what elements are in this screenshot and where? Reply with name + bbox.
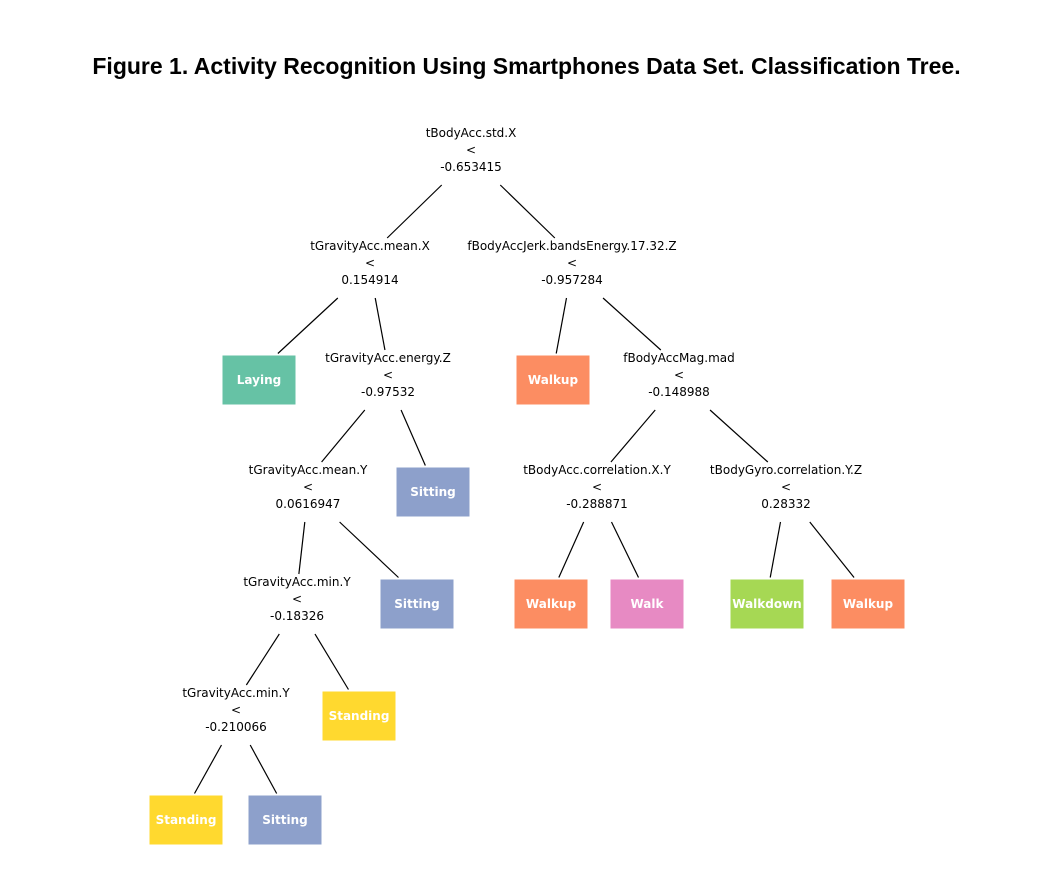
split-feature-label: tBodyAcc.correlation.X.Y — [523, 463, 671, 477]
split-feature-label: tGravityAcc.min.Y — [182, 686, 290, 700]
tree-edge-n2-n5 — [374, 297, 386, 351]
split-threshold-label: -0.18326 — [270, 609, 324, 623]
tree-edge-n3-n6 — [555, 297, 568, 354]
tree-edge-n11-n16 — [769, 521, 782, 578]
split-threshold-label: -0.288871 — [566, 497, 628, 511]
split-feature-label: tGravityAcc.mean.X — [310, 239, 430, 253]
split-operator-label: < — [592, 480, 602, 494]
figure-title: Figure 1. Activity Recognition Using Sma… — [92, 53, 961, 79]
leaf-node: Walkdown — [730, 579, 804, 629]
leaf-box — [149, 795, 223, 845]
leaf-node: Sitting — [248, 795, 322, 845]
leaf-node: Walk — [610, 579, 684, 629]
tree-edge-n7-n10 — [610, 409, 656, 463]
split-feature-label: tBodyGyro.correlation.Y.Z — [710, 463, 862, 477]
leaf-label: Walk — [631, 597, 665, 611]
split-threshold-label: -0.653415 — [440, 160, 502, 174]
leaf-label: Walkup — [843, 597, 894, 611]
leaf-label: Standing — [329, 709, 390, 723]
tree-edge-n12-n18 — [245, 633, 280, 686]
leaf-node: Sitting — [380, 579, 454, 629]
split-threshold-label: -0.210066 — [205, 720, 267, 734]
leaf-label: Laying — [237, 373, 281, 387]
tree-edge-n11-n17 — [809, 521, 855, 578]
split-operator-label: < — [781, 480, 791, 494]
split-threshold-label: -0.97532 — [361, 385, 415, 399]
tree-edge-n8-n12 — [298, 521, 306, 575]
split-feature-label: tGravityAcc.min.Y — [243, 575, 351, 589]
leaf-box — [322, 691, 396, 741]
split-operator-label: < — [567, 256, 577, 270]
leaf-label: Walkup — [528, 373, 579, 387]
leaf-node: Sitting — [396, 467, 470, 517]
leaf-label: Sitting — [394, 597, 439, 611]
split-threshold-label: 0.28332 — [761, 497, 811, 511]
leaf-node: Walkup — [514, 579, 588, 629]
leaf-node: Laying — [222, 355, 296, 405]
nodes-layer: tBodyAcc.std.X < -0.653415 tGravityAcc.mean… — [149, 126, 905, 845]
split-threshold-label: 0.154914 — [341, 273, 398, 287]
leaf-box — [380, 579, 454, 629]
leaf-label: Sitting — [262, 813, 307, 827]
leaf-box — [516, 355, 590, 405]
leaf-node: Standing — [149, 795, 223, 845]
leaf-label: Walkup — [526, 597, 577, 611]
tree-edge-n8-n13 — [339, 521, 399, 578]
leaf-node: Walkup — [516, 355, 590, 405]
leaf-box — [396, 467, 470, 517]
tree-edge-n5-n8 — [321, 409, 366, 463]
split-threshold-label: -0.148988 — [648, 385, 710, 399]
tree-edge-n12-n19 — [314, 633, 349, 690]
tree-edge-n10-n14 — [558, 521, 585, 578]
split-node: fBodyAccJerk.bandsEnergy.17.32.Z < -0.9572… — [467, 239, 676, 287]
split-node: tGravityAcc.min.Y < -0.18326 — [243, 575, 351, 623]
tree-edge-n2-n4 — [277, 297, 339, 354]
tree-edge-n18-n20 — [193, 744, 223, 794]
split-operator-label: < — [466, 143, 476, 157]
split-node: fBodyAccMag.mad < -0.148988 — [623, 351, 735, 399]
split-operator-label: < — [365, 256, 375, 270]
leaf-box — [222, 355, 296, 405]
tree-edge-n1-n3 — [499, 184, 556, 239]
tree-edge-n3-n7 — [602, 297, 662, 351]
split-feature-label: tGravityAcc.energy.Z — [325, 351, 451, 365]
split-threshold-label: 0.0616947 — [276, 497, 341, 511]
leaf-box — [610, 579, 684, 629]
split-feature-label: tBodyAcc.std.X — [426, 126, 517, 140]
split-node: tGravityAcc.mean.Y <0.0616947 — [249, 463, 368, 511]
split-operator-label: < — [292, 592, 302, 606]
leaf-label: Walkdown — [732, 597, 801, 611]
split-node: tGravityAcc.mean.X <0.154914 — [310, 239, 430, 287]
split-feature-label: tGravityAcc.mean.Y — [249, 463, 368, 477]
tree-edge-n18-n21 — [249, 744, 278, 794]
split-operator-label: < — [674, 368, 684, 382]
leaf-box — [248, 795, 322, 845]
leaf-label: Sitting — [410, 485, 455, 499]
split-operator-label: < — [303, 480, 313, 494]
tree-edge-n5-n9 — [400, 409, 426, 466]
split-threshold-label: -0.957284 — [541, 273, 603, 287]
split-operator-label: < — [383, 368, 393, 382]
split-node: tBodyAcc.correlation.X.Y < -0.288871 — [523, 463, 671, 511]
split-node: tBodyAcc.std.X < -0.653415 — [426, 126, 517, 174]
leaf-box — [730, 579, 804, 629]
leaf-node: Standing — [322, 691, 396, 741]
split-node: tGravityAcc.energy.Z < -0.97532 — [325, 351, 451, 399]
edges-layer — [193, 184, 855, 794]
leaf-label: Standing — [156, 813, 217, 827]
split-feature-label: fBodyAccMag.mad — [623, 351, 735, 365]
tree-edge-n1-n2 — [386, 184, 443, 239]
split-node: tBodyGyro.correlation.Y.Z <0.28332 — [710, 463, 862, 511]
tree-edge-n10-n15 — [610, 521, 640, 578]
leaf-node: Walkup — [831, 579, 905, 629]
leaf-box — [514, 579, 588, 629]
split-operator-label: < — [231, 703, 241, 717]
leaf-box — [831, 579, 905, 629]
split-feature-label: fBodyAccJerk.bandsEnergy.17.32.Z — [467, 239, 676, 253]
split-node: tGravityAcc.min.Y < -0.210066 — [182, 686, 290, 734]
tree-edge-n7-n11 — [709, 409, 769, 463]
